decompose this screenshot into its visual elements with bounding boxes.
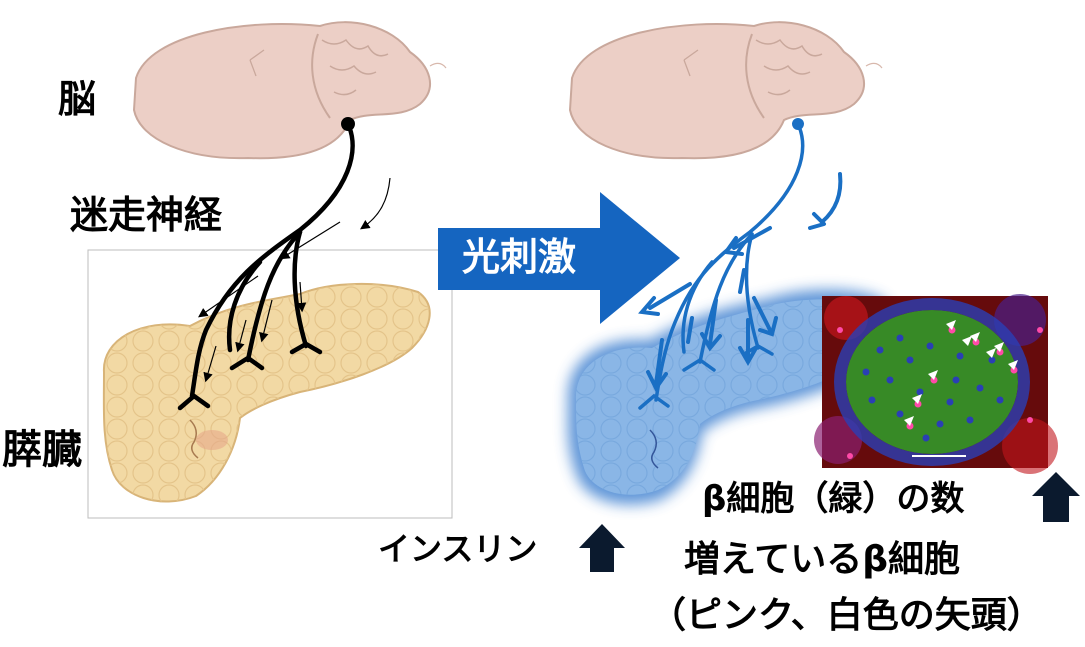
islet-micrograph	[814, 294, 1058, 474]
pancreas-left	[104, 284, 430, 502]
vagus-nerve-label: 迷走神経	[70, 196, 222, 234]
up-arrow-icon	[1032, 472, 1080, 522]
beta-cells-count-label: β細胞（緑）の数	[702, 482, 964, 516]
brain-nucleus-left	[341, 117, 355, 131]
increasing-beta-cells-label: 増えているβ細胞	[684, 542, 960, 578]
up-arrow-icon	[579, 524, 625, 572]
brain-label: 脳	[58, 80, 96, 118]
stimulation-label: 光刺激	[462, 238, 576, 276]
pancreas-label: 膵臓	[2, 430, 82, 470]
brain-right	[570, 22, 882, 158]
arrowhead-note-label: （ピンク、白色の矢頭）	[650, 598, 1043, 634]
brain-nucleus-right	[792, 118, 804, 130]
brain-left	[134, 22, 446, 158]
insulin-label: インスリン	[378, 533, 537, 565]
